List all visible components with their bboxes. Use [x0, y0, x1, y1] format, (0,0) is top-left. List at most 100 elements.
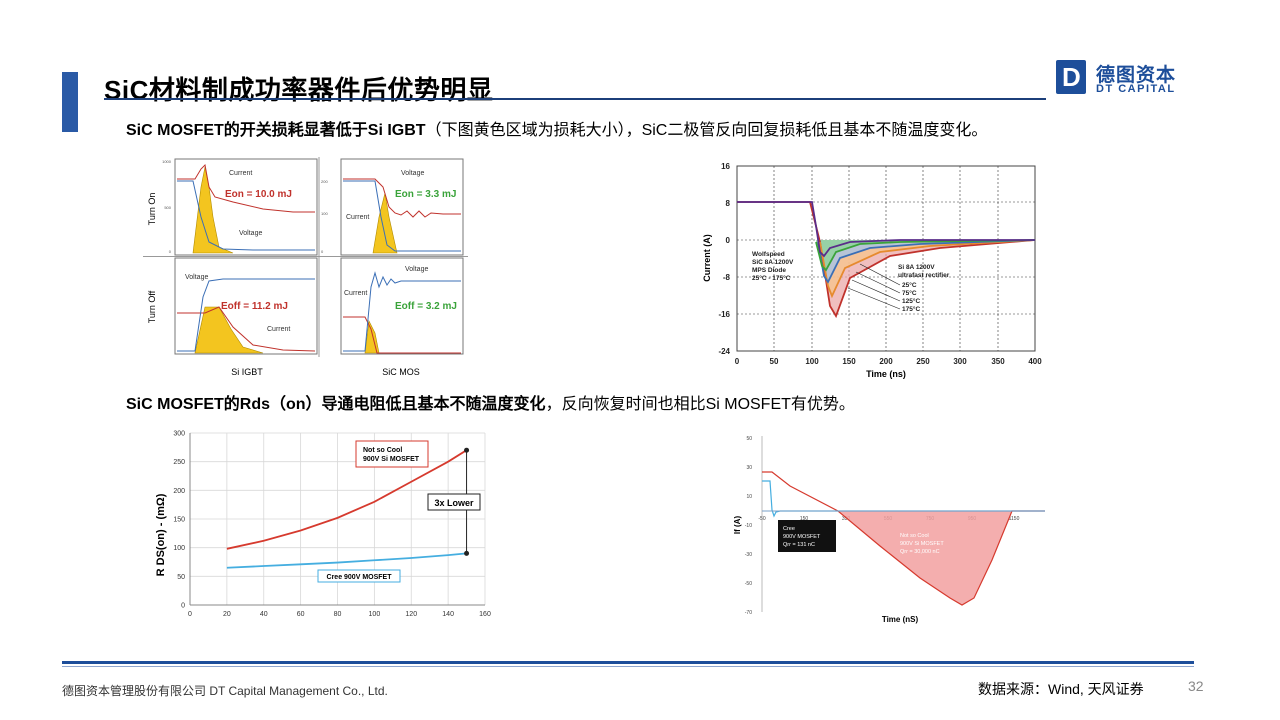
fig3-si-label-2: 900V Si MOSFET	[363, 456, 420, 463]
fig2-xtick-9: 400	[1028, 357, 1042, 366]
voltage-trace-igbt-on	[177, 180, 315, 251]
fig3-xtick-label: 80	[334, 611, 342, 618]
igbt-on-label-current: Current	[229, 170, 252, 177]
title-accent-bar	[62, 72, 78, 132]
fig3-xtick-label: 60	[297, 611, 305, 618]
fig3-xtick-label: 40	[260, 611, 268, 618]
voltage-trace-igbt-off	[177, 278, 315, 352]
tick-left-top: 1000	[162, 159, 172, 164]
row-label-turn-off: Turn Off	[147, 290, 157, 323]
fig2-temp-125: 125°C	[902, 297, 920, 305]
fig2-temp-25: 25°C	[902, 281, 917, 289]
fig3-si-label-1: Not so Cool	[363, 447, 402, 454]
loss-area-sic-on	[372, 192, 398, 254]
fig4-cree-label-1: Cree	[783, 526, 795, 532]
fig4-ytick-4: -10	[745, 523, 752, 529]
igbt-on-label-voltage: Voltage	[239, 230, 262, 237]
fig2-xtick-8: 350	[991, 357, 1005, 366]
logo-mark-letter: D	[1062, 62, 1081, 92]
fig3-xtick-label: 100	[369, 611, 381, 618]
fig4-ytick-6: -50	[745, 581, 752, 587]
sic-off-label-voltage: Voltage	[405, 266, 428, 273]
fig2-ytick-4: -8	[723, 273, 731, 282]
current-trace-sic-on	[343, 178, 461, 218]
fig2-legend-right-1: Si 8A 1200V	[898, 264, 935, 271]
fig3-xtick-label: 160	[479, 611, 491, 618]
fig4-si-label-2: 900V Si MOSFET	[900, 541, 944, 547]
fig3-xtick-label: 120	[405, 611, 417, 618]
fig2-temp-75: 75°C	[902, 289, 917, 297]
igbt-off-label-current: Current	[267, 326, 290, 333]
figure-diode-recovery: 16 8 0 -8 -16 -24 0 50 100 150 200 250 3…	[700, 156, 1045, 382]
voltage-trace-sic-off	[343, 271, 461, 352]
fig3-ytick-label: 200	[173, 488, 185, 495]
fig4-ytick-5: -30	[745, 552, 752, 558]
figure-reverse-recovery: 50 30 10 -10 -30 -50 -70 -50 150 350 550…	[730, 430, 1050, 630]
fig4-cree-label-2: 900V MOSFET	[783, 534, 821, 540]
tick-right-bottom: 0	[321, 249, 324, 254]
igbt-off-label-voltage: Voltage	[185, 274, 208, 281]
fig2-ytick-3: 0	[726, 236, 731, 245]
fig2-ytick-2: 8	[726, 199, 731, 208]
fig4-si-recovery-area	[838, 511, 1012, 605]
fig2-xtick-5: 200	[879, 357, 893, 366]
fig2-curve-125c	[819, 239, 1036, 299]
fig2-ytick-5: -16	[718, 310, 730, 319]
fig4-ytick-1: 50	[746, 436, 752, 442]
fig4-ytick-3: 10	[746, 494, 752, 500]
sic-on-label-voltage: Voltage	[401, 170, 424, 177]
fig3-ratio-label: 3x Lower	[434, 498, 474, 508]
footer-company: 德图资本管理股份有限公司 DT Capital Management Co., …	[62, 684, 388, 698]
fig3-cree-box	[317, 569, 401, 583]
fig3-ytick-label: 0	[181, 603, 185, 610]
fig4-ylabel: If (A)	[733, 516, 742, 535]
fig3-ylabel: R DS(on) - (mΩ)	[155, 493, 167, 576]
footer-rule-thin	[62, 666, 1194, 667]
fig2-xlabel: Time (ns)	[866, 369, 906, 379]
fig3-ytick-label: 100	[173, 545, 185, 552]
fig4-ytick-7: -70	[745, 610, 752, 616]
fig3-ytick-label: 50	[177, 574, 185, 581]
fig3-series-cree-mosfet	[226, 552, 467, 569]
current-trace-igbt-on	[177, 163, 315, 213]
col-label-sic-mos: SiC MOS	[382, 367, 420, 377]
fig3-si-box	[355, 440, 429, 468]
fig4-cree-label-3: Qrr = 131 nC	[783, 542, 815, 548]
fig2-ytick-6: -24	[718, 347, 730, 356]
col-label-si-igbt: Si IGBT	[231, 367, 263, 377]
tick-left-mid: 500	[164, 205, 171, 210]
fig2-xtick-4: 150	[842, 357, 856, 366]
fig2-legend-left-4: 25°C - 175°C	[752, 274, 791, 282]
title-underline	[104, 98, 1046, 100]
caption-switching-loss: SiC MOSFET的开关损耗显著低于Si IGBT（下图黄色区域为损耗大小），…	[126, 116, 987, 140]
current-trace-igbt-off	[177, 306, 316, 352]
fig2-ylabel: Current (A)	[702, 234, 712, 282]
footer-source: 数据来源：Wind, 天风证券	[978, 681, 1144, 697]
fig2-legend-left-1: Wolfspeed	[752, 251, 785, 258]
fig4-xtick-2: 150	[800, 516, 809, 522]
fig3-cree-label: Cree 900V MOSFET	[327, 574, 393, 581]
fig2-xtick-7: 300	[953, 357, 967, 366]
fig4-xtick-1: -50	[758, 516, 765, 522]
fig3-ratio-box	[427, 493, 481, 511]
energy-label-igbt-off: Eoff = 11.2 mJ	[221, 301, 288, 312]
company-logo: D 德图资本 DT CAPITAL	[1056, 60, 1186, 100]
fig2-curve-sic-diode	[737, 201, 1035, 258]
page-title: SiC材料制成功率器件后优势明显	[104, 75, 494, 105]
row-label-turn-on: Turn On	[147, 193, 157, 226]
sic-on-label-current: Current	[346, 214, 369, 221]
cell-sic-on	[340, 158, 464, 256]
cell-sic-off	[340, 257, 464, 355]
tick-right-top: 200	[321, 179, 328, 184]
fig4-si-label-3: Qrr = 30,000 nC	[900, 549, 940, 555]
current-trace-sic-off	[343, 316, 461, 354]
fig4-xtick-7: 1150	[1009, 516, 1020, 522]
fig3-xtick-label: 20	[223, 611, 231, 618]
voltage-trace-sic-on	[343, 180, 461, 252]
fig2-legend-right-2: ultrafast rectifier	[898, 272, 950, 279]
fig2-legend-left-2: SiC 8A 1200V	[752, 259, 794, 266]
fig4-xlabel: Time (nS)	[882, 615, 919, 624]
fig2-legend-left-3: MPS Diode	[752, 267, 786, 274]
footer-rule	[62, 661, 1194, 664]
